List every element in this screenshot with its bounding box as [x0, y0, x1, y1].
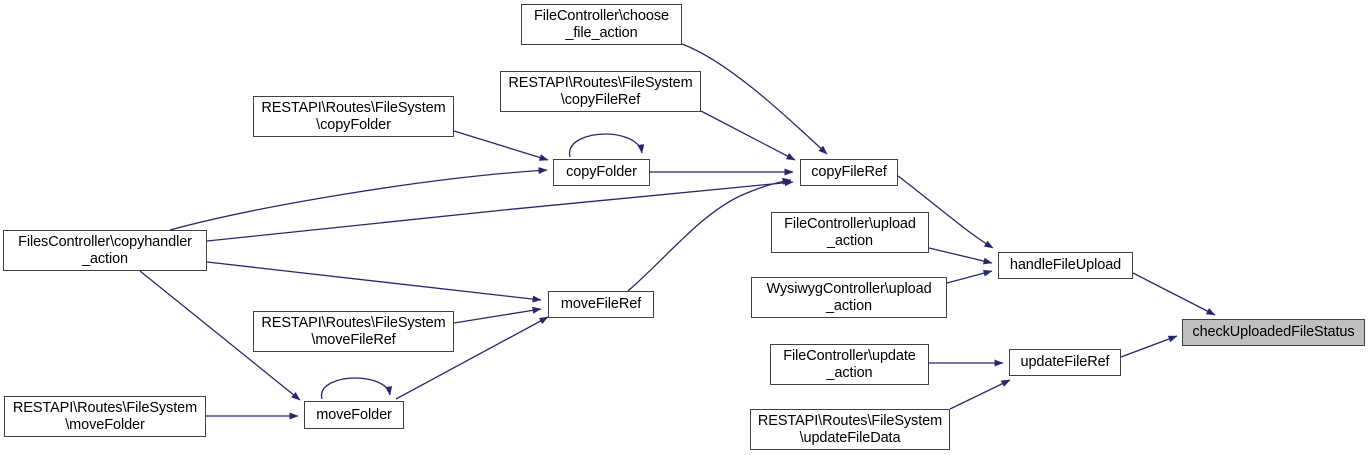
node-update_action[interactable]: FileController\update _action: [770, 344, 929, 385]
node-label: RESTAPI\Routes\FileSystem \moveFolder: [12, 399, 198, 433]
node-label: RESTAPI\Routes\FileSystem \updateFileDat…: [757, 412, 943, 446]
node-copyhandler_action[interactable]: FilesController\copyhandler _action: [3, 230, 207, 271]
edge-choose_file_action-to-copyFileRef: [681, 43, 828, 155]
node-label: checkUploadedFileStatus: [1192, 324, 1355, 340]
edge-rest_updateFileData-to-updateFileRef: [949, 379, 1011, 410]
node-label: copyFolder: [566, 164, 637, 180]
node-checkUploadedFileStatus[interactable]: checkUploadedFileStatus: [1182, 319, 1365, 346]
node-rest_copyFileRef[interactable]: RESTAPI\Routes\FileSystem \copyFileRef: [500, 71, 701, 112]
edge-moveFolder-to-moveFolder: [321, 377, 393, 400]
edge-wysiwyg_upload_action-to-handleFileUpload: [946, 269, 993, 284]
edge-copyFolder-to-copyFolder: [569, 133, 645, 158]
node-rest_moveFolder[interactable]: RESTAPI\Routes\FileSystem \moveFolder: [4, 396, 206, 437]
edge-copyhandler_action-to-copyFileRef: [206, 179, 794, 242]
edge-copyhandler_action-to-copyFolder: [169, 167, 548, 231]
node-rest_updateFileData[interactable]: RESTAPI\Routes\FileSystem \updateFileDat…: [750, 409, 950, 450]
node-label: WysiwygController\upload _action: [766, 280, 932, 314]
edge-rest_copyFolder-to-copyFolder: [453, 130, 549, 161]
node-label: FileController\update _action: [783, 347, 916, 381]
edge-updateFileRef-to-checkUploadedFileStatus: [1120, 335, 1178, 358]
node-updateFileRef[interactable]: updateFileRef: [1009, 349, 1121, 376]
node-upload_action[interactable]: FileController\upload _action: [771, 212, 929, 253]
node-handleFileUpload[interactable]: handleFileUpload: [998, 252, 1133, 279]
edge-moveFileRef-to-copyFileRef: [627, 177, 792, 292]
edge-copyhandler_action-to-moveFileRef: [206, 261, 542, 303]
node-label: copyFileRef: [811, 164, 887, 180]
node-label: RESTAPI\Routes\FileSystem \copyFileRef: [508, 74, 693, 108]
node-label: moveFileRef: [560, 296, 642, 312]
node-moveFolder[interactable]: moveFolder: [304, 401, 404, 429]
node-rest_moveFileRef[interactable]: RESTAPI\Routes\FileSystem \moveFileRef: [253, 311, 454, 352]
node-label: updateFileRef: [1020, 354, 1110, 370]
node-moveFileRef[interactable]: moveFileRef: [548, 291, 654, 318]
node-label: RESTAPI\Routes\FileSystem \copyFolder: [261, 99, 446, 133]
node-wysiwyg_upload_action[interactable]: WysiwygController\upload _action: [751, 277, 947, 318]
node-label: FilesController\copyhandler _action: [18, 233, 192, 267]
edge-handleFileUpload-to-checkUploadedFileStatus: [1132, 272, 1216, 316]
edge-rest_copyFileRef-to-copyFileRef: [700, 110, 796, 161]
node-label: FileController\choose _file_action: [534, 7, 669, 41]
node-copyFolder[interactable]: copyFolder: [553, 159, 650, 186]
node-rest_copyFolder[interactable]: RESTAPI\Routes\FileSystem \copyFolder: [253, 96, 454, 137]
node-copyFileRef[interactable]: copyFileRef: [800, 159, 898, 186]
node-label: RESTAPI\Routes\FileSystem \moveFileRef: [261, 314, 446, 348]
node-label: moveFolder: [316, 406, 392, 423]
node-label: FileController\upload _action: [784, 215, 916, 249]
node-label: handleFileUpload: [1009, 257, 1122, 273]
edge-upload_action-to-handleFileUpload: [928, 247, 993, 265]
node-choose_file_action[interactable]: FileController\choose _file_action: [521, 4, 682, 45]
edge-rest_moveFileRef-to-moveFileRef: [453, 306, 542, 324]
